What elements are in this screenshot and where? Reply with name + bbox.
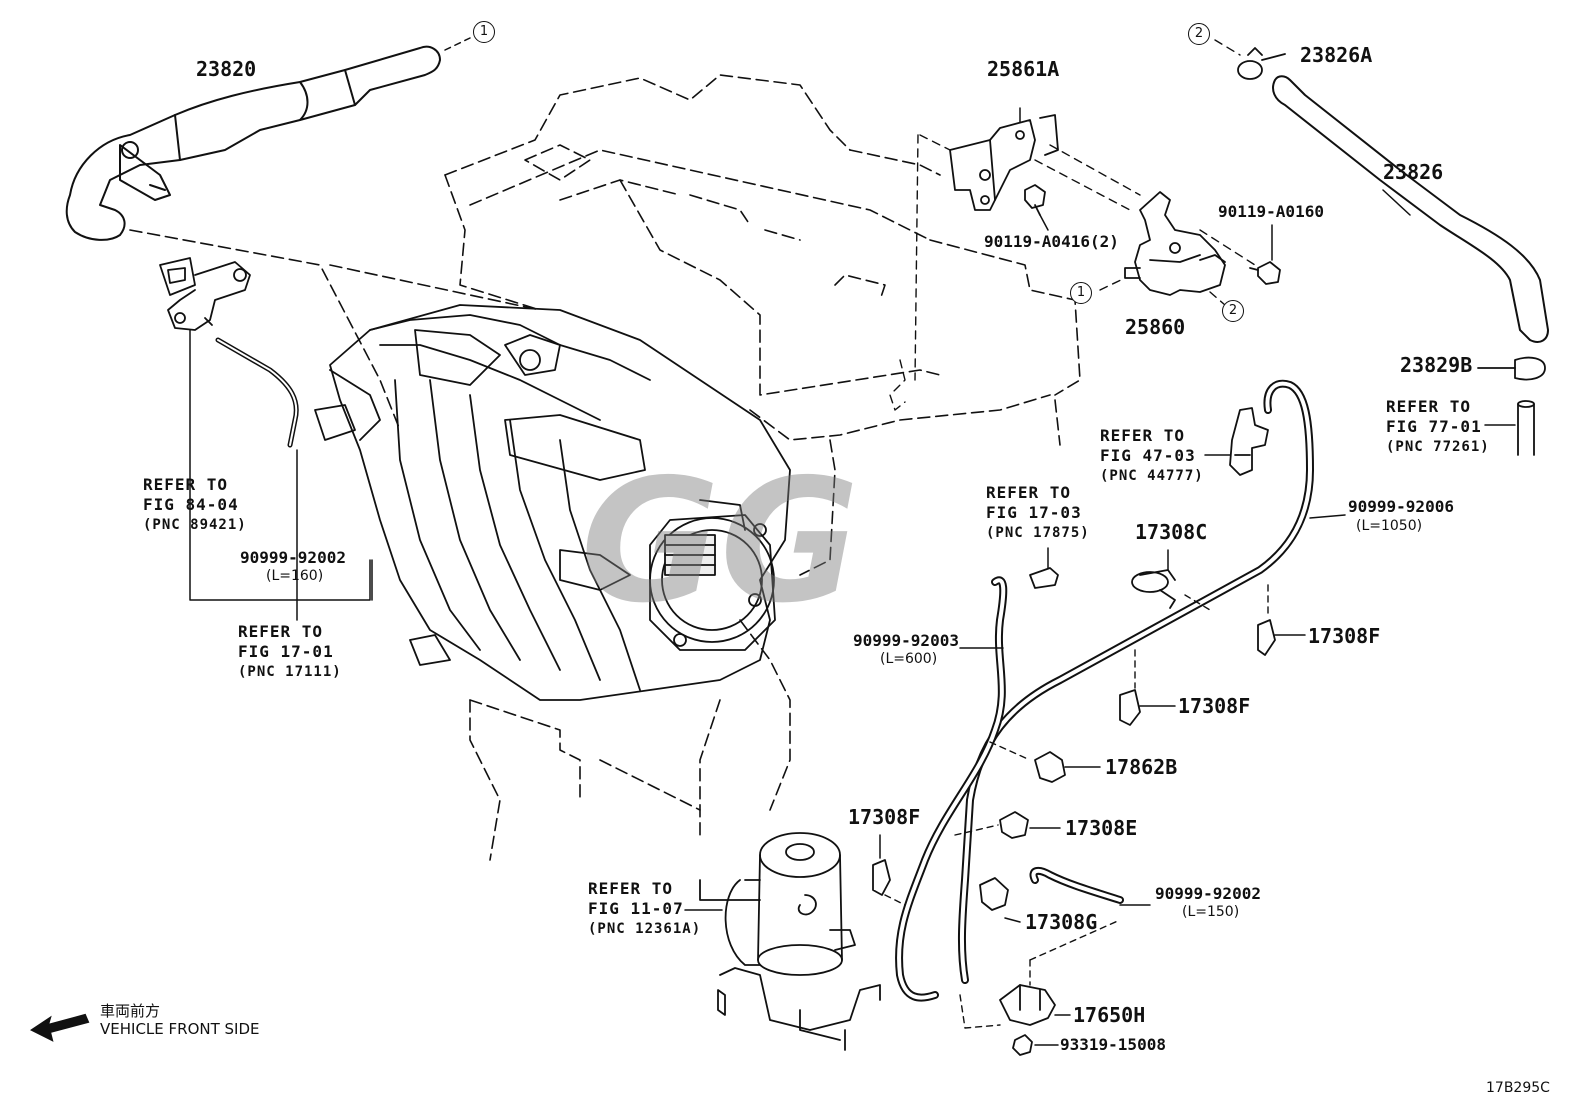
ref-line2: FIG 11-07 <box>588 899 684 918</box>
marker-label: 2 <box>1194 26 1204 41</box>
pipe-77261 <box>1517 400 1535 456</box>
hose-23820 <box>65 45 441 241</box>
ref-fig-77-01: REFER TO FIG 77-01 (PNC 77261) <box>1386 397 1490 457</box>
figure-code: 17B295C <box>1486 1080 1550 1096</box>
intake-manifold <box>314 304 791 701</box>
valve-17650H <box>999 984 1056 1026</box>
part-25861A: 25861A <box>987 57 1060 81</box>
part-93319-15008: 93319-15008 <box>1060 1035 1166 1054</box>
ref-line2: FIG 17-01 <box>238 642 334 661</box>
marker-1-top: 1 <box>473 21 495 43</box>
ref-line2: FIG 84-04 <box>143 495 239 514</box>
ref-line1: REFER TO <box>1100 426 1186 445</box>
part-17862B: 17862B <box>1105 755 1178 779</box>
part-17308E: 17308E <box>1065 816 1138 840</box>
ref-line1: REFER TO <box>588 879 674 898</box>
clip-17308G <box>979 877 1009 911</box>
part-90999-92003: 90999-92003 <box>853 631 959 650</box>
length-l600: (L=600) <box>880 651 938 667</box>
engine-outline <box>129 74 1081 861</box>
part-23826: 23826 <box>1383 160 1444 184</box>
marker-label: 2 <box>1228 303 1238 318</box>
clamp-23826A <box>1237 47 1286 80</box>
bracket-25861A <box>949 114 1059 211</box>
ref-line3: (PNC 44777) <box>1100 468 1204 484</box>
marker-2-top: 2 <box>1188 23 1210 45</box>
bolt-90119-A0416 <box>1024 184 1046 216</box>
part-90999-92002-b: 90999-92002 <box>1155 884 1261 903</box>
fitting-17875 <box>1029 567 1059 589</box>
clip-17308F-a <box>1257 619 1276 656</box>
sensor-left <box>159 257 251 331</box>
ref-line2: FIG 17-03 <box>986 503 1082 522</box>
vsv-25860 <box>1124 191 1226 296</box>
ref-line3: (PNC 17875) <box>986 525 1090 541</box>
part-25860: 25860 <box>1125 315 1186 339</box>
part-90119-A0416: 90119-A0416(2) <box>984 232 1119 251</box>
ref-line1: REFER TO <box>143 475 229 494</box>
part-17308F-a: 17308F <box>1308 624 1381 648</box>
part-17308C: 17308C <box>1135 520 1208 544</box>
part-23829B: 23829B <box>1400 353 1473 377</box>
ref-line1: REFER TO <box>986 483 1072 502</box>
part-90999-92006: 90999-92006 <box>1348 497 1454 516</box>
part-17308F-c: 17308F <box>848 805 921 829</box>
watermark: GG <box>580 443 859 641</box>
front-arrow <box>30 1013 90 1042</box>
hose-l160 <box>215 337 299 448</box>
length-l1050: (L=1050) <box>1356 518 1423 534</box>
length-l150: (L=150) <box>1182 904 1240 920</box>
bolt-93319-15008 <box>1012 1034 1033 1056</box>
part-23820: 23820 <box>196 57 257 81</box>
ref-fig-11-07: REFER TO FIG 11-07 (PNC 12361A) <box>588 879 701 939</box>
clip-17862B <box>1034 751 1066 783</box>
part-17308G: 17308G <box>1025 910 1098 934</box>
ref-line2: FIG 47-03 <box>1100 446 1196 465</box>
clip-17308F-b <box>1119 689 1141 726</box>
ref-line3: (PNC 77261) <box>1386 439 1490 455</box>
ref-line1: REFER TO <box>1386 397 1472 416</box>
ref-fig-17-01: REFER TO FIG 17-01 (PNC 17111) <box>238 622 342 682</box>
bolt-90119-A0160 <box>1249 261 1281 285</box>
engine-mount <box>699 832 881 1051</box>
ref-line2: FIG 77-01 <box>1386 417 1482 436</box>
valve-44777 <box>1229 407 1269 476</box>
clip-17308E <box>999 811 1029 839</box>
marker-label: 1 <box>1076 285 1086 300</box>
part-90999-92002-a: 90999-92002 <box>240 548 346 567</box>
part-17308F-b: 17308F <box>1178 694 1251 718</box>
clamp-17308C <box>1131 569 1176 609</box>
ref-line3: (PNC 12361A) <box>588 921 702 937</box>
ref-line1: REFER TO <box>238 622 324 641</box>
part-23826A: 23826A <box>1300 43 1373 67</box>
clip-17308F-c <box>872 859 891 896</box>
ref-line3: (PNC 89421) <box>143 517 247 533</box>
clip-23829B <box>1477 356 1546 381</box>
ref-fig-47-03: REFER TO FIG 47-03 (PNC 44777) <box>1100 426 1204 486</box>
part-17650H: 17650H <box>1073 1003 1146 1027</box>
hose-23826 <box>1272 75 1549 343</box>
part-90119-A0160: 90119-A0160 <box>1218 202 1324 221</box>
marker-2-vsv: 2 <box>1222 300 1244 322</box>
marker-label: 1 <box>479 24 489 39</box>
marker-1-vsv: 1 <box>1070 282 1092 304</box>
length-l160: (L=160) <box>266 568 324 584</box>
ref-fig-17-03: REFER TO FIG 17-03 (PNC 17875) <box>986 483 1090 543</box>
ref-line3: (PNC 17111) <box>238 664 342 680</box>
front-side-en: VEHICLE FRONT SIDE <box>100 1020 260 1038</box>
front-side-jp: 車両前方 <box>100 1002 161 1020</box>
ref-fig-84-04: REFER TO FIG 84-04 (PNC 89421) <box>143 475 247 535</box>
